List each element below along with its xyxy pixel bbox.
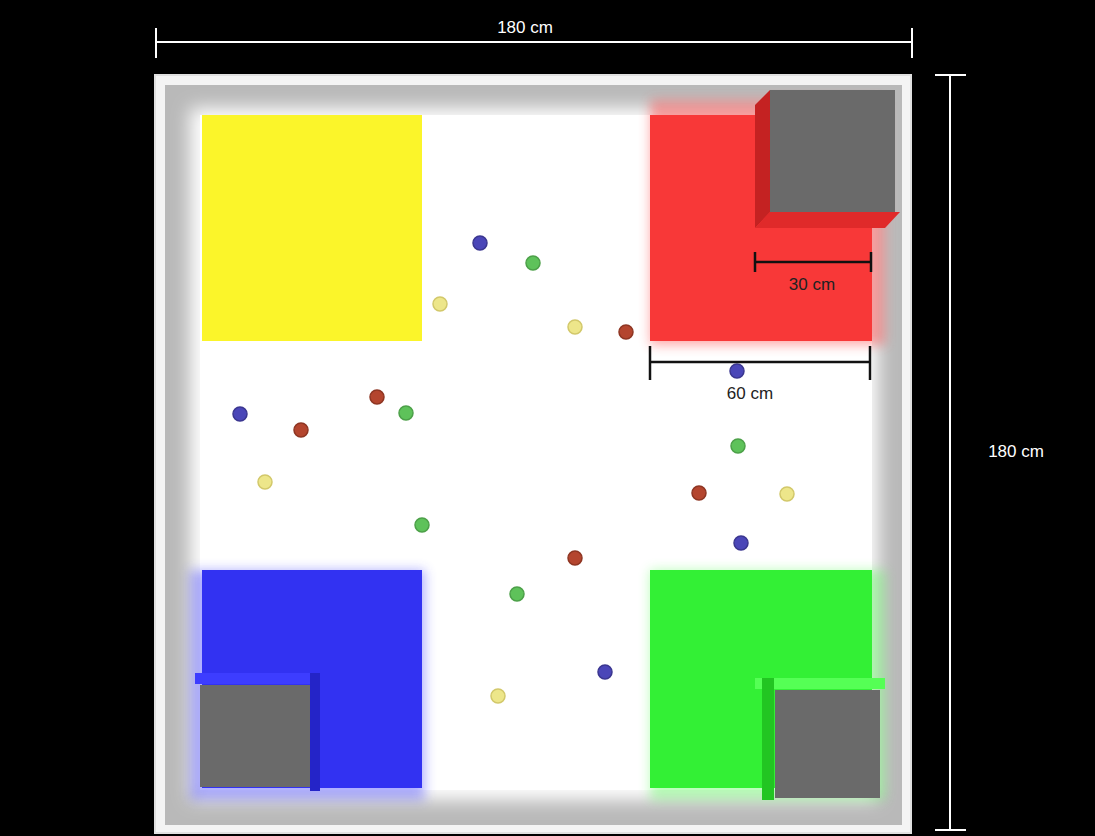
dimension-tick [754,252,757,272]
green-goal [775,690,880,798]
dimension-line [949,75,951,830]
dimension-line [156,41,912,43]
red-goal [770,90,895,212]
dimension-tick [870,252,873,272]
yellow-ball [780,487,794,501]
green-ball [731,439,745,453]
yellow-ball [568,320,582,334]
dimension-line [650,346,870,380]
green-glow [650,570,885,800]
green-goal-wall [762,678,774,800]
blue-ball [734,536,748,550]
dimension-label: 30 cm [787,275,837,296]
red-ball [692,486,706,500]
dimension-line [755,261,871,264]
arena-frame [155,75,911,833]
red-ball [370,390,384,404]
green-ball [399,406,413,420]
blue-goal-wall [310,673,320,791]
blue-goal-wall [195,673,318,684]
dimension-tick [155,28,157,58]
dimension-line [935,75,966,830]
red-goal-wall [755,90,770,228]
yellow-ball [258,475,272,489]
red-ball [294,423,308,437]
dimension-label: 180 cm [495,18,555,39]
green-ball [510,587,524,601]
arena-wall [165,85,902,825]
green-ball [415,518,429,532]
green-goal-wall [755,678,885,689]
dimension-line [650,361,870,364]
balls [233,236,794,703]
dimension-label: 60 cm [725,384,775,405]
dimension-tick [935,74,966,76]
blue-ball [233,407,247,421]
blue-ball [598,665,612,679]
dimension-tick [935,829,966,831]
blue-glow [190,570,425,800]
yellow-ball [433,297,447,311]
red-ball [568,551,582,565]
dimension-label: 180 cm [986,442,1046,463]
dimension-line [755,252,871,272]
green-ball [526,256,540,270]
blue-goal [200,685,310,787]
red-goal-wall [755,212,900,228]
dimension-tick [869,346,872,380]
red-ball [619,325,633,339]
yellow-zone [202,115,422,341]
blue-ball [730,364,744,378]
yellow-ball [491,689,505,703]
blue-ball [473,236,487,250]
dimension-tick [911,28,913,58]
dimension-tick [649,346,652,380]
